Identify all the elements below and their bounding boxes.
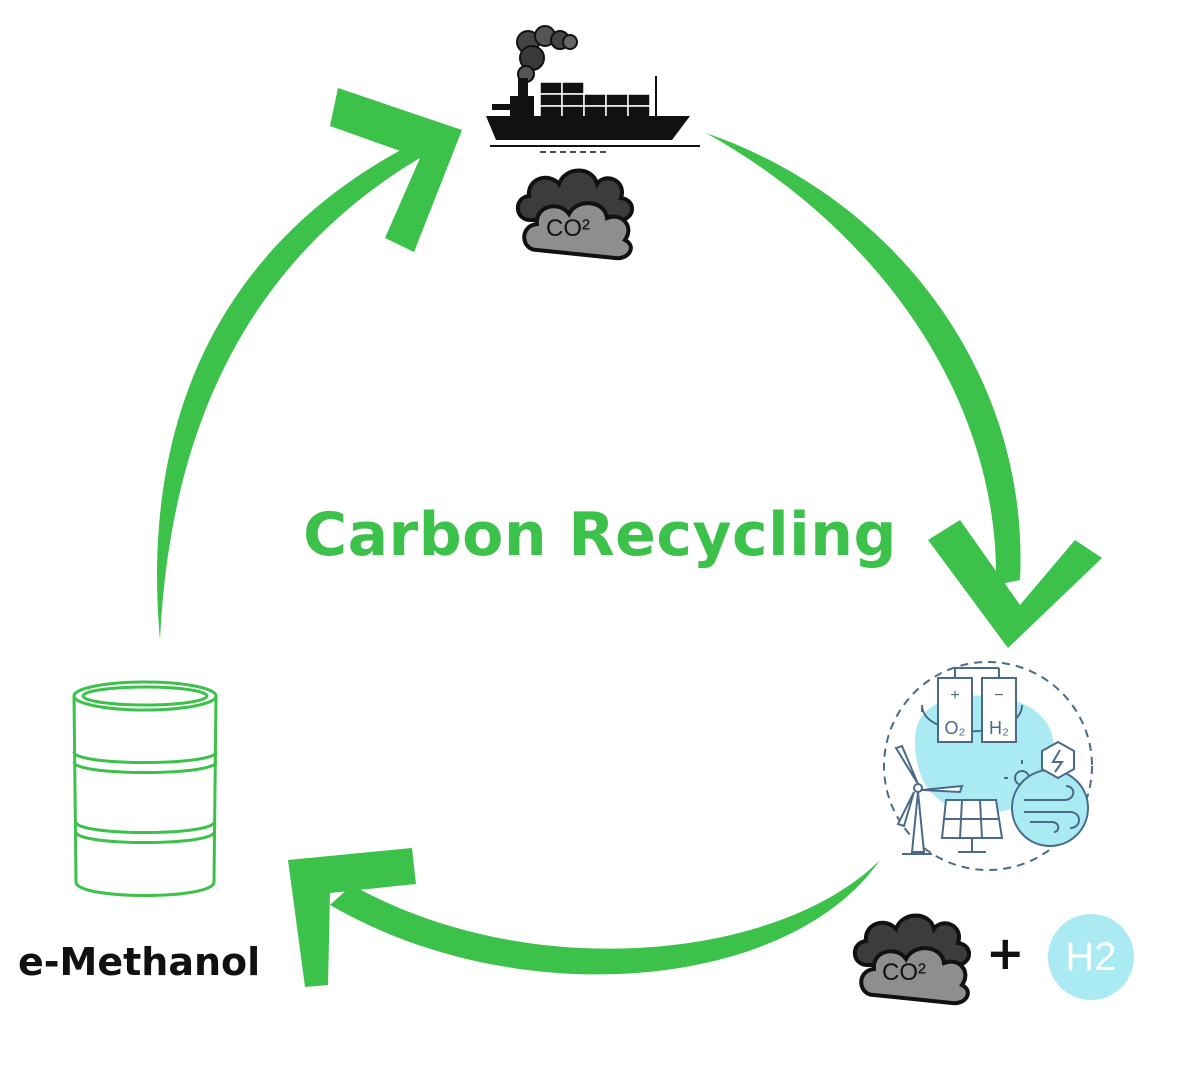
barrel-icon (72, 680, 218, 897)
cargo-ship-icon (486, 25, 700, 153)
cycle-arrows (157, 88, 1102, 987)
arrow-head-right (928, 520, 1102, 648)
electrode-minus: − (994, 687, 1003, 704)
arrow-head-top-left (330, 88, 462, 252)
wind-turbine-icon (894, 744, 964, 855)
input-co2-label: CO² (882, 959, 926, 986)
arrow-ship-to-electrolysis (706, 133, 1021, 585)
arrow-methanol-to-ship (157, 140, 430, 640)
diagram-title: Carbon Recycling (303, 500, 897, 570)
wind-energy-icon (1011, 740, 1089, 847)
solar-panel-icon (940, 799, 1004, 853)
arrow-electrolysis-to-methanol (330, 860, 880, 975)
anode-gas-label: O₂ (945, 718, 966, 738)
electrolysis-renewables-icon: + − O₂ H₂ (883, 661, 1093, 871)
cathode-gas-label: H₂ (989, 718, 1009, 738)
plus-sign: + (986, 926, 1025, 980)
methanol-label: e-Methanol (18, 940, 261, 984)
ship-co2-label: CO² (546, 215, 590, 242)
electrode-plus: + (950, 687, 959, 704)
arrow-head-bottom-left (288, 848, 416, 987)
hydrogen-badge: H2 (1048, 914, 1134, 1000)
